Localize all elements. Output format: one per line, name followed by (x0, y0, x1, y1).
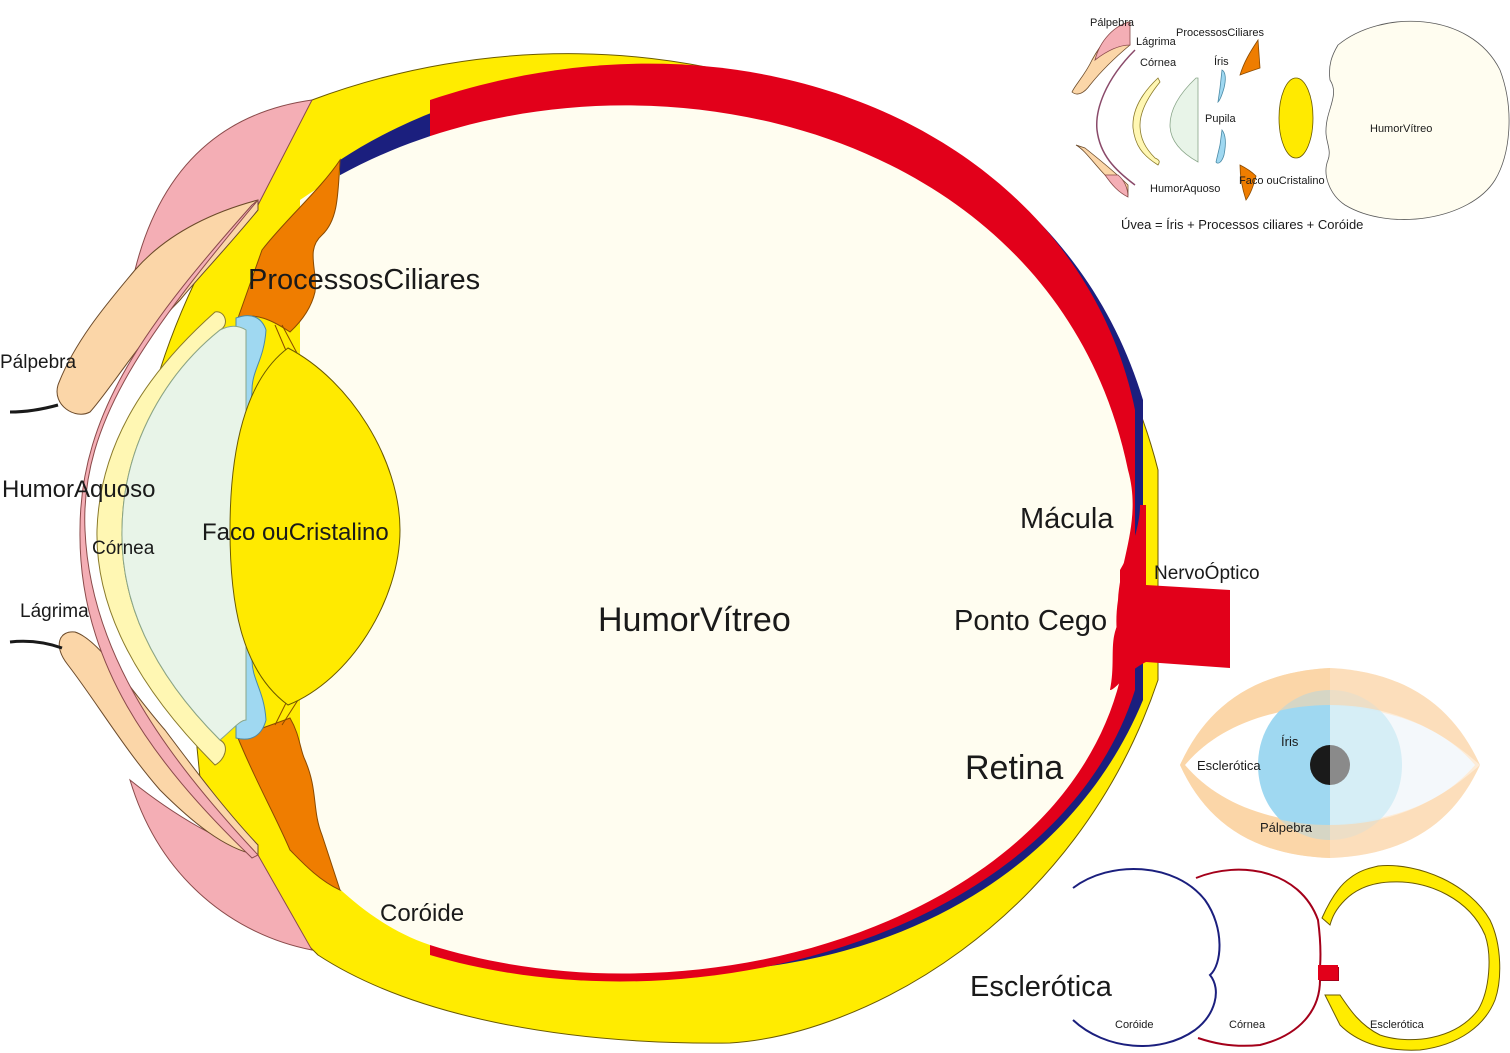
inset-label-pupila: Pupila (1205, 113, 1236, 125)
front-pupil-right (1330, 745, 1350, 785)
inset-lens (1278, 77, 1314, 159)
inset-uvea-note: Úvea = Íris + Processos ciliares + Corói… (1121, 217, 1363, 232)
inset-label-humor-aquoso: HumorAquoso (1150, 183, 1220, 195)
aqueous-humor-shape (121, 325, 247, 741)
inset-label-processos-ciliares: ProcessosCiliares (1176, 27, 1265, 39)
layers-label-esclerotica: Esclerótica (1370, 1019, 1425, 1031)
label-humor-aquoso: HumorAquoso (2, 476, 155, 503)
optic-nerve-shape (1110, 505, 1230, 690)
front-label-esclerotica: Esclerótica (1197, 758, 1261, 773)
label-retina: Retina (965, 749, 1063, 787)
inset-lower-muscle (1104, 174, 1129, 198)
label-macula: Mácula (1020, 503, 1114, 535)
inset-iris-upper (1217, 69, 1226, 104)
ciliary-process-upper (237, 158, 341, 333)
lower-eyelid-muscle (129, 778, 313, 951)
label-lagrima: Lágrima (20, 601, 89, 622)
inset-cornea (1132, 77, 1161, 166)
upper-eyelash (9, 403, 59, 414)
layers-label-coroide: Coróide (1115, 1019, 1154, 1031)
front-label-palpebra: Pálpebra (1260, 820, 1313, 835)
label-humor-vitreo: HumorVítreo (598, 601, 791, 639)
label-ponto-cego: Ponto Cego (954, 605, 1107, 637)
inset-vitreous (1325, 21, 1510, 220)
layers-inset (1072, 865, 1501, 1051)
inset-label-lagrima: Lágrima (1136, 36, 1177, 48)
label-cornea: Córnea (92, 538, 155, 559)
inset-upper-muscle (1094, 21, 1131, 62)
inset-ciliary-lower (1239, 164, 1257, 201)
front-pupil-left (1310, 745, 1330, 785)
label-faco: Faco ouCristalino (202, 519, 389, 546)
main-eye (9, 53, 1230, 1044)
inset-label-palpebra: Pálpebra (1090, 17, 1135, 29)
label-palpebra: Pálpebra (0, 352, 76, 373)
front-lid-overlay-top (1180, 668, 1480, 765)
label-nervo-optico: NervoÓptico (1154, 562, 1260, 584)
vitreous-shape (300, 105, 1133, 974)
inset-label-faco: Faco ouCristalino (1239, 175, 1325, 187)
lower-eyelash (9, 639, 63, 650)
upper-eyelid-skin (56, 199, 259, 415)
front-iris-right (1330, 690, 1402, 840)
inset-aqueous (1169, 77, 1199, 163)
inset-label-cornea: Córnea (1140, 57, 1177, 69)
layers-label-cornea: Córnea (1229, 1019, 1266, 1031)
front-label-iris: Íris (1281, 734, 1299, 749)
front-iris-left (1258, 690, 1330, 840)
inset-tear (1096, 49, 1136, 186)
layer-optic-stub (1318, 965, 1338, 980)
front-view-inset (1180, 668, 1480, 858)
label-esclerotica: Esclerótica (970, 971, 1113, 1003)
inset-label-humor-vitreo: HumorVítreo (1370, 123, 1432, 135)
tear-film-shape (79, 199, 259, 859)
inset-iris-lower (1215, 129, 1226, 164)
label-coroide: Coróide (380, 900, 464, 927)
parts-inset (1071, 21, 1510, 220)
layer-choroid-ring (1072, 867, 1221, 1047)
inset-ciliary-upper (1239, 38, 1261, 76)
layer-sclera-ring (1321, 865, 1501, 1051)
layer-retina-ring (1195, 868, 1339, 1047)
inset-label-iris: Íris (1214, 55, 1229, 68)
lens-shape (229, 347, 401, 706)
label-processos-ciliares: ProcessosCiliares (248, 264, 480, 296)
ciliary-process-lower (237, 717, 341, 891)
front-lid-overlay-bottom (1180, 765, 1480, 858)
